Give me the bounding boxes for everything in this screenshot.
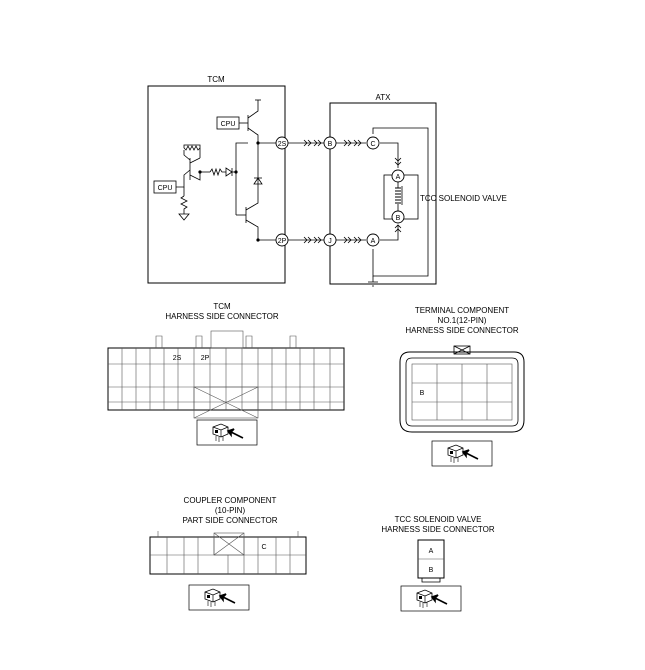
pin-2s: 2S (275, 136, 289, 150)
wires (288, 127, 429, 287)
schematic: TCM ATX CPU CPU (147, 75, 507, 287)
control-circuit (176, 141, 260, 242)
tcm-box (147, 85, 286, 284)
terminal-connector-title-3: HARNESS SIDE CONNECTOR (405, 326, 518, 335)
coupler-connector-title-3: PART SIDE CONNECTOR (183, 516, 278, 525)
terminal-component-connector: TERMINAL COMPONENT NO.1(12-PIN) HARNESS … (399, 306, 525, 467)
flyback-diode (253, 143, 263, 192)
cpu-label-lower: CPU (158, 185, 173, 192)
svg-text:B: B (396, 215, 401, 222)
coupler-connector-title-1: COUPLER COMPONENT (184, 496, 277, 505)
coupler-component-connector: COUPLER COMPONENT (10-PIN) PART SIDE CON… (149, 496, 307, 611)
tcc-solenoid-valve-symbol: A B (383, 169, 419, 224)
tcm-label: TCM (207, 75, 225, 84)
view-direction-icon (196, 419, 258, 446)
terminal-pin-b: B (420, 390, 425, 397)
view-direction-icon (188, 584, 250, 611)
connector-a-coupler: A (366, 233, 380, 247)
tcc-solenoid-valve-connector: TCC SOLENOID VALVE HARNESS SIDE CONNECTO… (381, 515, 495, 612)
coupler-pin-c: C (261, 544, 266, 551)
tcc-solenoid-valve-label: TCC SOLENOID VALVE (420, 194, 507, 203)
atx-label: ATX (376, 93, 392, 102)
svg-text:2P: 2P (278, 238, 287, 245)
view-direction-icon (431, 440, 493, 467)
svg-text:C: C (370, 141, 375, 148)
terminal-connector-title-2: NO.1(12-PIN) (438, 316, 487, 325)
tcm-pin-2s: 2S (173, 355, 182, 362)
solenoid-pin-a: A (429, 548, 434, 555)
view-direction-icon (400, 585, 462, 612)
solenoid-connector-title-1: TCC SOLENOID VALVE (395, 515, 482, 524)
connector-c-coupler: C (366, 136, 380, 150)
low-side-transistor (236, 192, 280, 241)
high-side-transistor (239, 99, 280, 144)
tcm-connector-title-1: TCM (213, 302, 231, 311)
connector-b-terminal: B (323, 136, 337, 150)
tcm-harness-connector: TCM HARNESS SIDE CONNECTOR 2S 2P (107, 302, 345, 446)
coupler-connector-title-2: (10-PIN) (215, 506, 246, 515)
solenoid-connector-title-2: HARNESS SIDE CONNECTOR (381, 525, 494, 534)
connector-j-terminal: J (323, 233, 337, 247)
cpu-label-upper: CPU (221, 121, 236, 128)
pin-2p: 2P (275, 233, 289, 247)
tcm-pin-2p: 2P (201, 355, 210, 362)
connector-chevrons (303, 139, 402, 244)
svg-text:A: A (371, 238, 376, 245)
svg-text:J: J (328, 238, 332, 245)
tcm-connector-title-2: HARNESS SIDE CONNECTOR (165, 312, 278, 321)
terminal-connector-title-1: TERMINAL COMPONENT (415, 306, 509, 315)
atx-box (329, 102, 437, 285)
svg-text:B: B (328, 141, 333, 148)
solenoid-pin-b: B (429, 567, 434, 574)
svg-text:2S: 2S (278, 141, 287, 148)
svg-text:A: A (396, 174, 401, 181)
